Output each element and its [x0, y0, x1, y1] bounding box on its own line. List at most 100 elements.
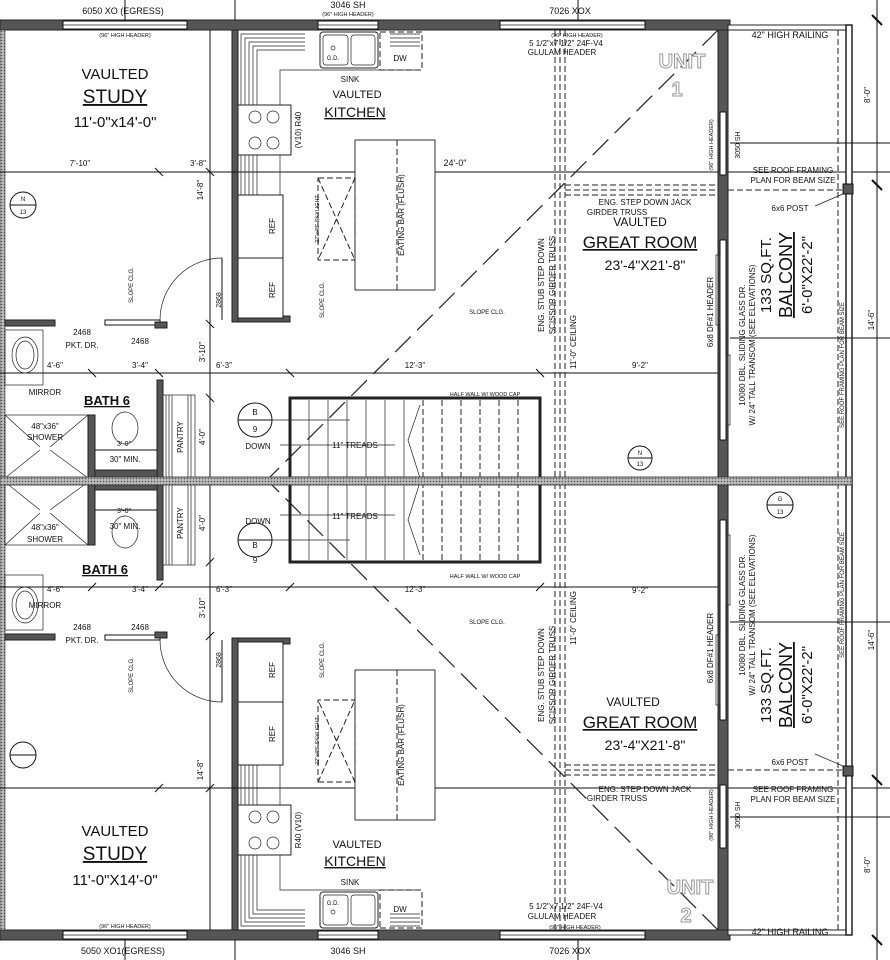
unit-2-dim-12-3-label: 12'-3" — [405, 585, 426, 594]
unit-2-skylight-label: 22"x48" SKYLIGHT — [315, 717, 321, 765]
unit-1-dim-24-label: 24'-0" — [444, 158, 467, 168]
unit-1-study-header-label: (96" HIGH HEADER) — [99, 33, 151, 39]
unit-2-jack-1-label: ENG. STEP DOWN JACK — [599, 785, 692, 794]
unit-1-shower-1-label: 48"x36" — [31, 422, 59, 431]
plan-labels: 6050 XO (EGRESS) (96" HIGH HEADER) 3046 SH… — [20, 0, 876, 956]
unit-2-pantry-label: PANTRY — [176, 506, 185, 538]
unit-1-skylight-label: 22"x48" SKYLIGHT — [315, 195, 321, 243]
unit-1-mirror-label: MIRROR — [29, 388, 62, 397]
unit-1-tag-b-num-label: 9 — [253, 425, 258, 434]
unit-1-glulam-2-label: GLULAM HEADER — [528, 48, 597, 57]
unit-1-balc-sqft-label: 133 SQ.FT. — [758, 237, 775, 313]
unit-2-bath-name-label: BATH 6 — [82, 562, 128, 577]
unit-1-range-label: (V10) R40 — [294, 111, 303, 148]
unit-2-glulam-2-label: GLULAM HEADER — [528, 912, 597, 921]
unit-2-kitchen-window-label: 3046 SH — [330, 946, 365, 956]
unit-1-dim-3-4-label: 3'-4" — [132, 361, 148, 370]
unit-2-ceiling-label: 11'-0" CEILING — [569, 591, 578, 645]
unit-1-sh3050-label: 3050 SH — [735, 131, 742, 158]
unit-1-tag-n-label: N — [21, 197, 25, 203]
unit-1-jack-2-label: GIRDER TRUSS — [587, 208, 647, 217]
unit-2-balc-name-label: BALCONY — [776, 642, 796, 728]
unit-2-study-name-label: STUDY — [83, 844, 148, 865]
unit-2-sink-label: SINK — [341, 878, 360, 887]
unit-2-kitchen-name-label: KITCHEN — [324, 853, 385, 869]
unit-1-stub-2-label: SCISSOR GIRDER TRUSS — [548, 236, 557, 335]
unit-1-shower-2-label: SHOWER — [27, 433, 63, 442]
unit-1-slider-2-label: W/ 24" TALL TRANSOM (SEE ELEVATIONS) — [748, 264, 757, 425]
unit-1-dim-4-0-label: 4'-0" — [198, 429, 207, 445]
unit-1-study-window-label: 6050 XO (EGRESS) — [82, 6, 164, 16]
unit-2-dim-3-4-label: 3'-4" — [132, 585, 148, 594]
unit-1-great-size-label: 23'-4"X21'-8" — [605, 257, 686, 273]
unit-2-eating-bar-label: EATING BAR (FLUSH) — [397, 704, 406, 786]
unit-2-roof-v-label: SEE ROOF FRAMING PLAN FOR BEAM SIZE — [840, 532, 846, 658]
unit-1-slope-great-label: SLOPE CLG. — [469, 310, 505, 316]
unit-2-tag-b-num-label: 9 — [253, 556, 258, 565]
unit-2-study-size-label: 11'-0"X14'-0" — [72, 872, 157, 889]
unit-2-dim-8-label: 8'-0" — [863, 857, 872, 873]
unit-2-min-30-label: 30" MIN. — [110, 522, 141, 531]
unit-1-kitchen-window-label: 3046 SH — [330, 0, 365, 10]
unit-1-dim-3-8-label: 3'-8" — [190, 159, 206, 168]
unit-1-slope-study-label: SLOPE CLG. — [129, 267, 135, 303]
unit-1-dim-3-10-label: 3'-10" — [198, 342, 207, 363]
unit-2-slope-great-label: SLOPE CLG. — [469, 620, 505, 626]
unit-1-door-2868-label: 2868 — [216, 292, 223, 308]
unit-1-kitchen-window-header-label: (96" HIGH HEADER) — [322, 12, 374, 18]
unit-1-dim-6-3-label: 6'-3" — [216, 361, 232, 370]
unit-1-study-name-label: STUDY — [83, 87, 148, 108]
unit-2-dim-9-2-label: 9'-2" — [632, 586, 648, 595]
unit-1-tag-n2-num-label: 13 — [637, 462, 644, 468]
unit-2-gd-label: G.D. — [327, 901, 340, 907]
unit-2-great-name-label: GREAT ROOM — [583, 713, 698, 732]
unit-2-study-vaulted-label: VAULTED — [82, 823, 149, 840]
unit-1-study-vaulted-label: VAULTED — [82, 66, 149, 83]
unit-1-dw-label: DW — [393, 54, 407, 63]
unit-1-ref-2-label: REF — [268, 282, 277, 298]
unit-2-sh3050-label: 3050 SH — [735, 801, 742, 828]
unit-1-bath-name-label: BATH 6 — [84, 393, 130, 408]
unit-2-dw-label: DW — [393, 905, 407, 914]
unit-2-slope-kitchen-label: SLOPE CLG. — [320, 642, 326, 678]
unit-2-range-label: R40 (V10) — [294, 811, 303, 848]
unit-2-jack-2-label: GIRDER TRUSS — [587, 794, 647, 803]
unit-1-sink-label: SINK — [341, 75, 360, 84]
unit-1-slope-kitchen-label: SLOPE CLG. — [320, 282, 326, 318]
unit-1-tag-n-num-label: 13 — [20, 210, 27, 216]
unit-2-railing-label: 42" HIGH RAILING — [752, 927, 829, 937]
unit-1-pkt-1-label: 2468 — [73, 328, 91, 337]
unit-2-study-window-label: 5050 XO1(EGRESS) — [81, 946, 165, 956]
unit-2-dim-3-10-label: 3'-10" — [198, 598, 207, 619]
unit-2-ref-2-label: REF — [268, 662, 277, 678]
unit-2-glulam-1-label: 5 1/2"x7 1/2" 24F-V4 — [529, 902, 603, 911]
unit-1-dim-7-10-label: 7'-10" — [70, 159, 91, 168]
unit-2-stub-1-label: ENG. STUB STEP DOWN — [537, 628, 546, 722]
unit-2-dim-14-8-label: 14'-8" — [196, 760, 205, 781]
unit-1-tag-b-label: B — [252, 408, 257, 417]
unit-1-roof-v-label: SEE ROOF FRAMING PLAN FOR BEAM SIZE — [840, 302, 846, 428]
unit-2-slider-2-label: W/ 24" TALL TRANSOM (SEE ELEVATIONS) — [748, 534, 757, 695]
unit-2-shower-1-label: 48"x36" — [31, 523, 59, 532]
unit-1-roof-2-label: PLAN FOR BEAM SIZE — [751, 176, 836, 185]
unit-2-ref-1-label: REF — [268, 726, 277, 742]
unit-1-dim-8-label: 8'-0" — [863, 87, 872, 103]
unit-2-shower-2-label: SHOWER — [27, 535, 63, 544]
unit-1-dim-3-0-label: 3'-0" — [117, 441, 131, 448]
unit-2-dim-3-0-label: 3'-0" — [117, 508, 131, 515]
unit-1-great-name-label: GREAT ROOM — [583, 233, 698, 252]
unit-2-door-2868-label: 2868 — [216, 652, 223, 668]
unit-1-sh3050-header-label: (96" HIGH HEADER) — [709, 119, 715, 171]
unit-1-ref-1-label: REF — [268, 218, 277, 234]
unit-2-balc-sqft-label: 133 SQ.FT. — [758, 647, 775, 723]
unit-2-sh3050-header-label: (96" HIGH HEADER) — [709, 789, 715, 841]
unit-2-slope-study-label: SLOPE CLG. — [129, 657, 135, 693]
unit-2-mirror-label: MIRROR — [29, 601, 62, 610]
unit-2-tag-b-label: B — [252, 541, 257, 550]
unit-1-slider-1-label: 10080 DBL. SLIDING GLASS DR. — [738, 284, 747, 405]
unit-1-post-label: 6x6 POST — [772, 204, 809, 213]
unit-1-half-wall-label: HALF WALL W/ WOOD CAP — [450, 392, 521, 398]
unit-2-pkt-2-label: PKT. DR. — [66, 636, 99, 645]
unit-2-slider-1-label: 10080 DBL. SLIDING GLASS DR. — [738, 554, 747, 675]
unit-2-pkt-1-label: 2468 — [73, 623, 91, 632]
